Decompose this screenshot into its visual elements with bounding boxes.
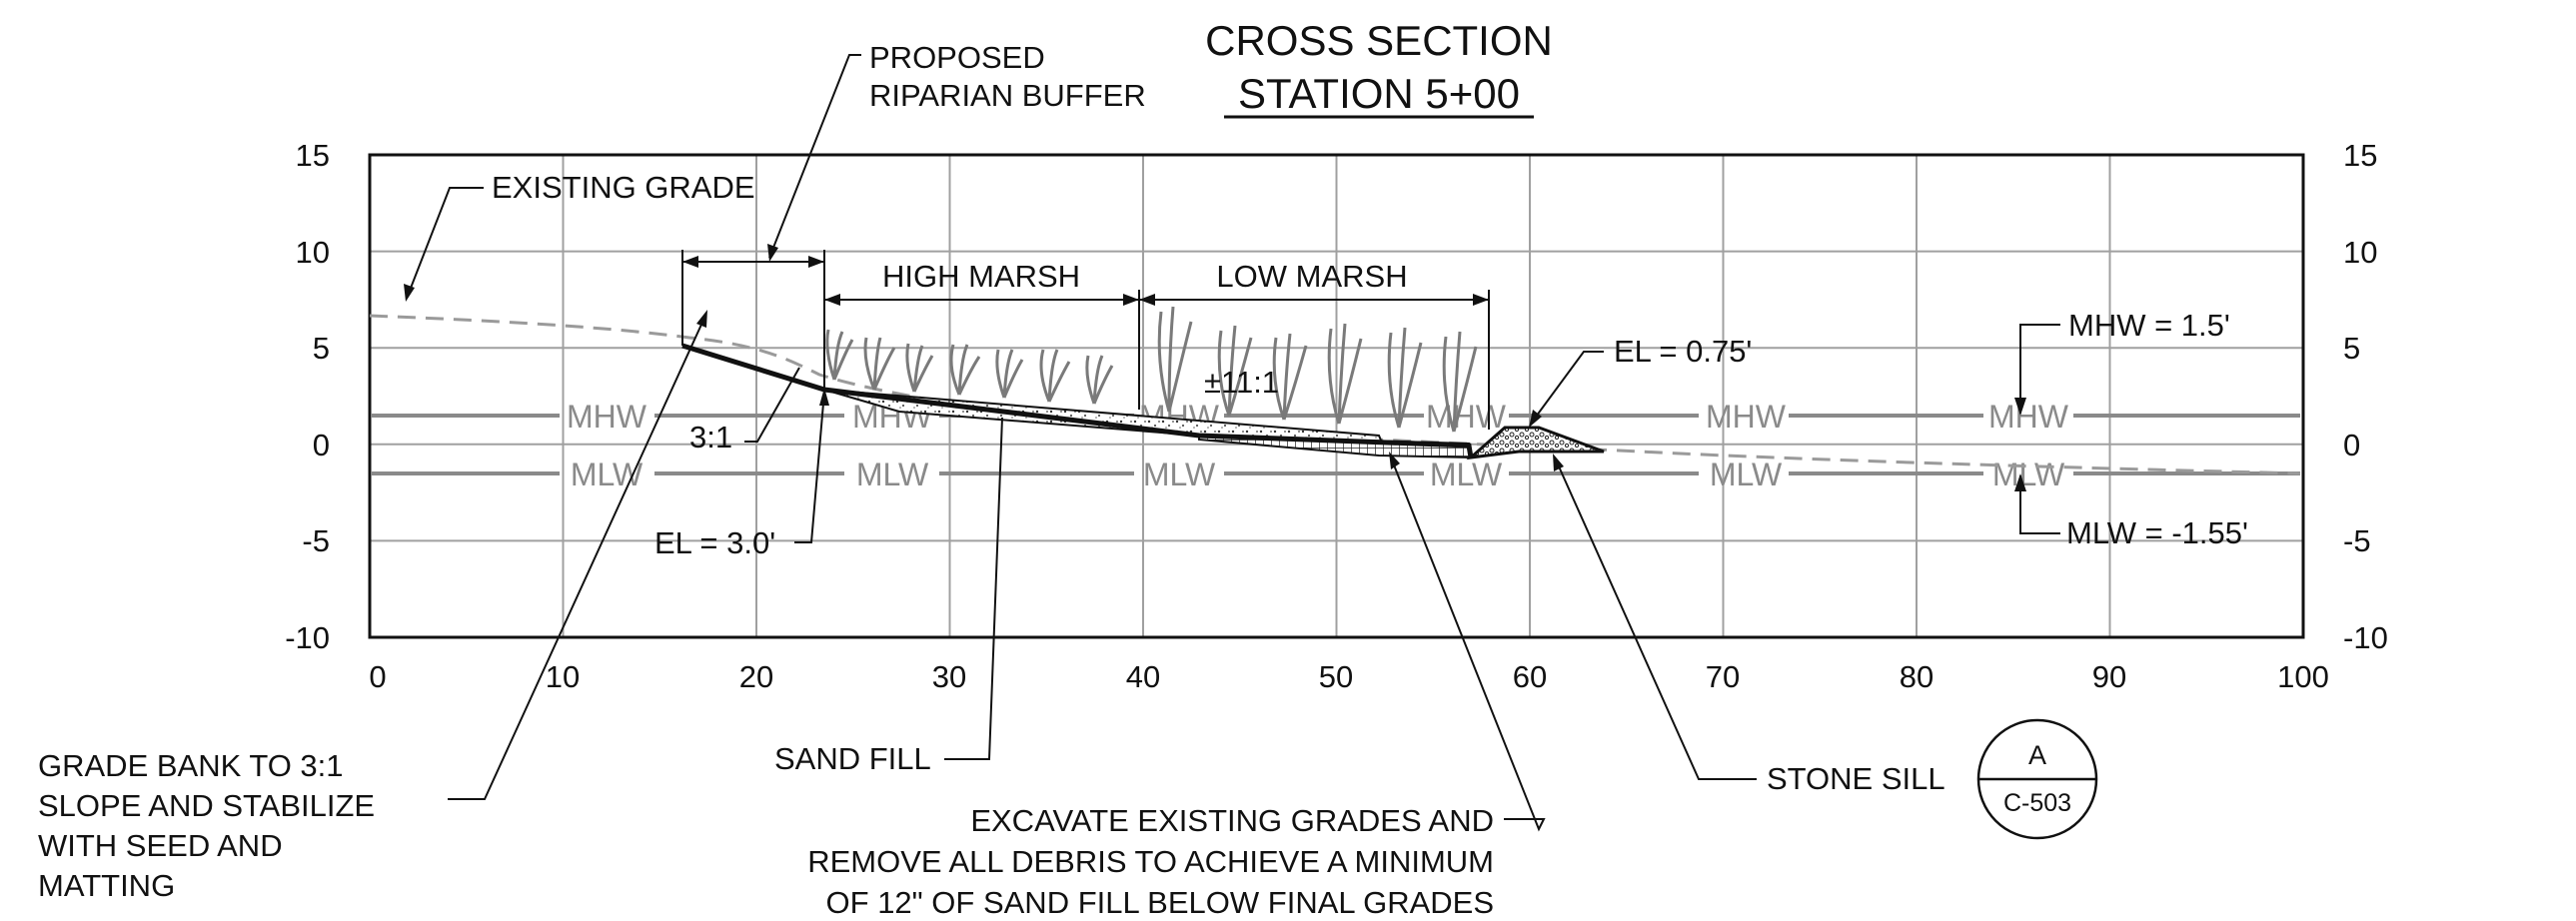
stone-sill-label: STONE SILL	[1767, 761, 1945, 796]
mhw-label: MHW	[1706, 399, 1787, 435]
marsh-plantings	[825, 306, 1478, 433]
x-tick-label: 30	[932, 659, 966, 694]
mlw-label: MLW	[1992, 457, 2065, 492]
plot-frame	[368, 153, 2305, 639]
mlw-value-leader	[2019, 475, 2060, 534]
mhw-label: MHW	[567, 399, 647, 435]
existing-grade-leader	[407, 187, 484, 297]
proposed-buffer-label-2: RIPARIAN BUFFER	[869, 78, 1146, 113]
detail-sheet: C-503	[2003, 789, 2071, 817]
x-tick-label: 40	[1126, 659, 1160, 694]
y-tick-label: -5	[2343, 523, 2371, 558]
sand-fill-label: SAND FILL	[774, 741, 931, 776]
y-tick-label: 10	[296, 235, 330, 270]
y-axis-ticks-right: 15 10 5 0 -5 -10	[2343, 138, 2388, 655]
excavate-note-1: EXCAVATE EXISTING GRADES AND	[970, 803, 1494, 838]
y-tick-label: -10	[2343, 620, 2388, 655]
x-tick-label: 100	[2277, 659, 2329, 694]
y-tick-label: 15	[296, 138, 330, 173]
mlw-value-label: MLW = -1.55'	[2066, 515, 2248, 550]
el-top-leader	[794, 391, 825, 543]
stone-sill-shape	[1466, 426, 1605, 460]
mlw-label: MLW	[1143, 457, 1216, 492]
sand-fill-leader	[944, 417, 1003, 760]
y-axis-ticks-left: 15 10 5 0 -5 -10	[285, 138, 330, 655]
x-tick-label: 50	[1319, 659, 1353, 694]
y-tick-label: -10	[285, 620, 330, 655]
high-marsh-label: HIGH MARSH	[882, 259, 1080, 294]
x-axis-ticks: 0 10 20 30 40 50 60 70 80 90 100	[369, 659, 2328, 694]
detail-letter: A	[2028, 740, 2046, 770]
grade-bank-note-2: SLOPE AND STABILIZE	[38, 788, 375, 823]
title-line-1: CROSS SECTION	[1205, 17, 1553, 64]
mlw-label: MLW	[856, 457, 929, 492]
low-marsh-label: LOW MARSH	[1216, 259, 1407, 294]
x-tick-label: 10	[546, 659, 580, 694]
x-tick-label: 80	[1900, 659, 1933, 694]
excavate-leader	[1390, 457, 1546, 832]
proposed-grade-line	[681, 343, 1474, 459]
x-tick-label: 0	[369, 659, 386, 694]
el-sill-label: EL = 0.75'	[1614, 334, 1752, 369]
mlw-label: MLW	[1430, 457, 1503, 492]
stone-sill-leader	[1554, 457, 1757, 780]
marsh-slope-label: ±11:1	[1204, 365, 1279, 400]
mhw-value-label: MHW = 1.5'	[2068, 308, 2230, 343]
mhw-label: MHW	[1988, 399, 2069, 435]
proposed-buffer-leader	[768, 54, 861, 259]
excavate-note-3: OF 12" OF SAND FILL BELOW FINAL GRADES	[826, 885, 1494, 920]
mhw-label: MHW	[1426, 399, 1507, 435]
y-tick-label: -5	[302, 523, 330, 558]
title-line-2: STATION 5+00	[1238, 70, 1520, 117]
grade-bank-leader	[448, 315, 706, 800]
x-tick-label: 70	[1706, 659, 1740, 694]
y-tick-label: 0	[2343, 428, 2360, 462]
mhw-value-leader	[2019, 324, 2060, 414]
proposed-buffer-label-1: PROPOSED	[869, 40, 1045, 75]
x-tick-label: 90	[2092, 659, 2126, 694]
section-grid	[368, 153, 2305, 639]
y-tick-label: 5	[313, 331, 330, 366]
slope-ratio-leader	[744, 367, 800, 443]
y-tick-label: 10	[2343, 235, 2377, 270]
grade-bank-note-1: GRADE BANK TO 3:1	[38, 748, 344, 783]
x-tick-label: 20	[739, 659, 773, 694]
mlw-label: MLW	[1710, 457, 1783, 492]
mlw-label: MLW	[571, 457, 644, 492]
detail-callout[interactable]: A C-503	[1976, 718, 2098, 840]
slope-ratio-label: 3:1	[689, 420, 732, 455]
y-tick-label: 15	[2343, 138, 2377, 173]
y-tick-label: 0	[313, 428, 330, 462]
x-tick-label: 60	[1513, 659, 1547, 694]
existing-grade-label: EXISTING GRADE	[492, 170, 755, 205]
el-top-label: EL = 3.0'	[654, 525, 775, 560]
el-sill-leader	[1530, 351, 1604, 425]
grade-bank-note-4: MATTING	[38, 868, 175, 903]
excavate-note-2: REMOVE ALL DEBRIS TO ACHIEVE A MINIMUM	[807, 844, 1494, 879]
grade-bank-note-3: WITH SEED AND	[38, 828, 283, 863]
y-tick-label: 5	[2343, 331, 2360, 366]
dimension-lines	[681, 250, 1490, 430]
